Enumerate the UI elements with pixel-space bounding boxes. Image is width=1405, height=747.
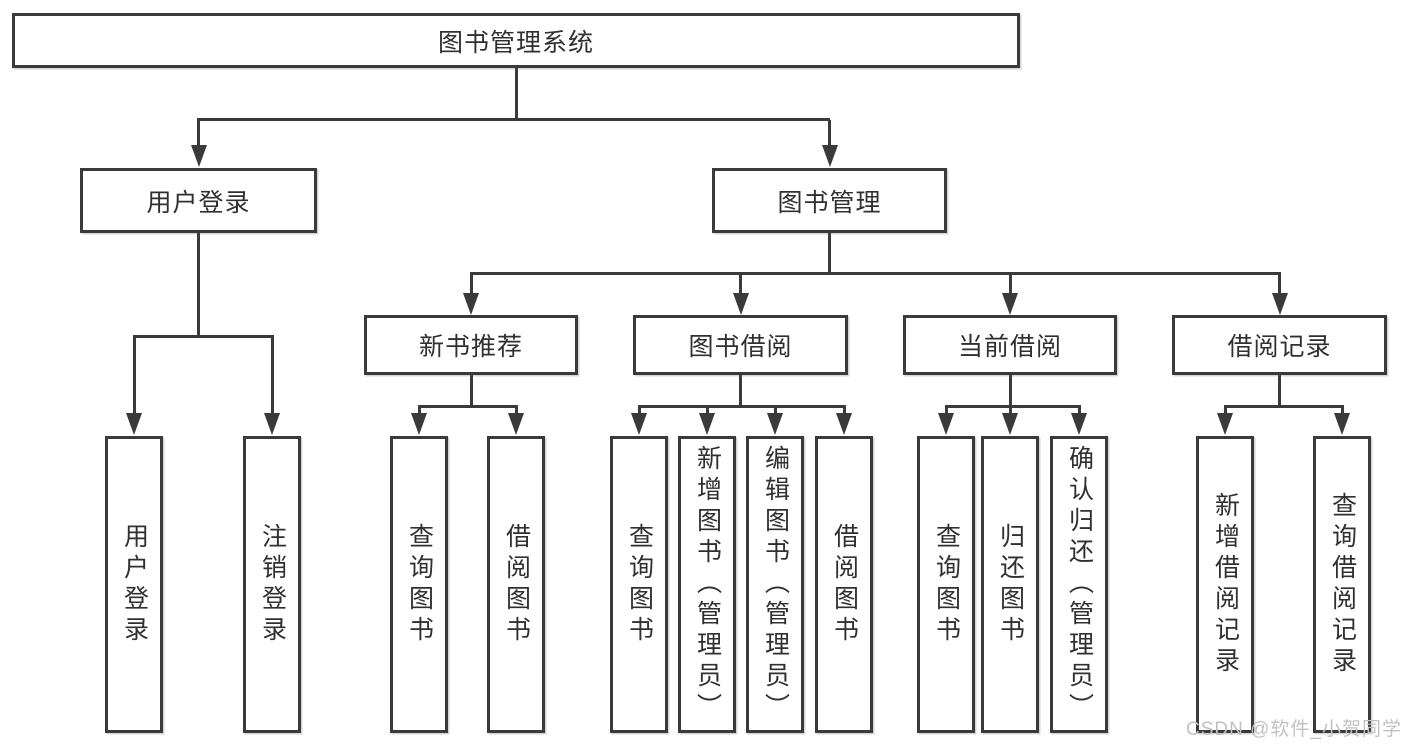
arrow-down-icon — [126, 413, 142, 435]
node-label: 编辑图书（管理员） — [761, 445, 790, 724]
node-label: 借阅记录 — [1227, 333, 1332, 361]
connector-line — [1223, 407, 1227, 415]
connector-line — [417, 405, 518, 408]
connector-line — [514, 68, 518, 121]
arrow-down-icon — [508, 413, 524, 435]
arrow-down-icon — [836, 413, 852, 435]
connector-line — [705, 407, 709, 415]
node-book-management: 图书管理 — [712, 168, 947, 233]
connector-line — [944, 405, 1081, 408]
node-library-system: 图书管理系统 — [12, 13, 1020, 68]
leaf-borrow-books-borrow: 借阅图书 — [815, 436, 873, 733]
node-label: 查询图书 — [932, 522, 961, 647]
arrow-down-icon — [190, 145, 207, 167]
arrow-down-icon — [1002, 293, 1018, 315]
arrow-down-icon — [767, 413, 783, 435]
node-label: 新增图书（管理员） — [693, 445, 722, 724]
connector-line — [1008, 274, 1012, 295]
node-label: 归还图书 — [996, 522, 1025, 647]
connector-line — [132, 335, 274, 338]
arrow-down-icon — [699, 413, 715, 435]
arrow-down-icon — [1217, 413, 1233, 435]
node-label: 注销登录 — [258, 522, 287, 647]
arrow-down-icon — [732, 293, 749, 315]
node-label: 确认归还（管理员） — [1065, 445, 1094, 724]
node-label: 新增借阅记录 — [1211, 491, 1240, 678]
node-label: 借阅图书 — [830, 522, 859, 647]
csdn-watermark: CSDN @软件_小贺同学 — [1186, 719, 1402, 740]
connector-line — [739, 375, 742, 407]
connector-line — [469, 272, 1281, 275]
leaf-query-books-recommend: 查询图书 — [390, 436, 448, 733]
leaf-add-borrow-record: 新增借阅记录 — [1196, 436, 1254, 733]
arrow-down-icon — [938, 413, 954, 435]
node-label: 图书借阅 — [688, 333, 793, 361]
node-label: 图书管理系统 — [437, 28, 594, 57]
connector-line — [637, 407, 641, 415]
leaf-user-login: 用户登录 — [105, 436, 163, 733]
node-label: 图书管理 — [777, 188, 882, 217]
node-borrowing-records: 借阅记录 — [1172, 315, 1387, 375]
connector-line — [1223, 405, 1344, 408]
leaf-query-borrow-record: 查询借阅记录 — [1313, 436, 1371, 733]
connector-line — [1077, 407, 1081, 415]
node-label: 当前借阅 — [957, 333, 1062, 361]
leaf-borrow-books-recommend: 借阅图书 — [487, 436, 545, 733]
connector-line — [773, 407, 777, 415]
leaf-add-book-admin: 新增图书（管理员） — [678, 436, 736, 733]
arrow-down-icon — [1002, 413, 1018, 435]
connector-line — [944, 407, 948, 415]
connector-line — [469, 274, 473, 295]
leaf-edit-book-admin: 编辑图书（管理员） — [746, 436, 804, 733]
node-label: 用户登录 — [120, 522, 149, 647]
connector-line — [739, 274, 742, 295]
leaf-confirm-return-admin: 确认归还（管理员） — [1050, 436, 1108, 733]
node-user-login: 用户登录 — [80, 168, 317, 233]
connector-line — [828, 120, 831, 147]
connector-line — [1008, 407, 1012, 415]
connector-line — [514, 407, 518, 415]
arrow-down-icon — [1071, 413, 1087, 435]
leaf-logout: 注销登录 — [243, 436, 301, 733]
node-label: 查询图书 — [405, 522, 434, 647]
node-book-borrowing: 图书借阅 — [633, 315, 848, 375]
connector-line — [1278, 274, 1281, 295]
connector-line — [1278, 375, 1281, 407]
arrow-down-icon — [631, 413, 647, 435]
connector-line — [270, 337, 274, 415]
connector-line — [197, 118, 830, 121]
connector-line — [828, 233, 831, 275]
node-label: 用户登录 — [146, 188, 251, 217]
connector-line — [842, 407, 846, 415]
arrow-down-icon — [1334, 413, 1350, 435]
node-label: 查询借阅记录 — [1328, 491, 1357, 678]
arrow-down-icon — [1271, 293, 1288, 315]
connector-line — [637, 405, 846, 408]
connector-line — [469, 375, 473, 407]
arrow-down-icon — [411, 413, 427, 435]
arrow-down-icon — [264, 413, 280, 435]
leaf-query-books-current: 查询图书 — [917, 436, 975, 733]
node-label: 查询图书 — [625, 522, 654, 647]
connector-line — [132, 337, 136, 415]
arrow-down-icon — [821, 145, 838, 167]
connector-line — [197, 233, 200, 337]
node-new-book-recommend: 新书推荐 — [364, 315, 578, 375]
leaf-return-books: 归还图书 — [981, 436, 1039, 733]
connector-line — [1008, 375, 1012, 407]
connector-line — [417, 407, 421, 415]
leaf-query-books-borrow: 查询图书 — [610, 436, 668, 733]
node-current-borrowing: 当前借阅 — [903, 315, 1117, 375]
node-label: 借阅图书 — [502, 522, 531, 647]
node-label: 新书推荐 — [418, 333, 523, 361]
connector-line — [1340, 407, 1344, 415]
connector-line — [197, 120, 200, 147]
arrow-down-icon — [463, 293, 479, 315]
